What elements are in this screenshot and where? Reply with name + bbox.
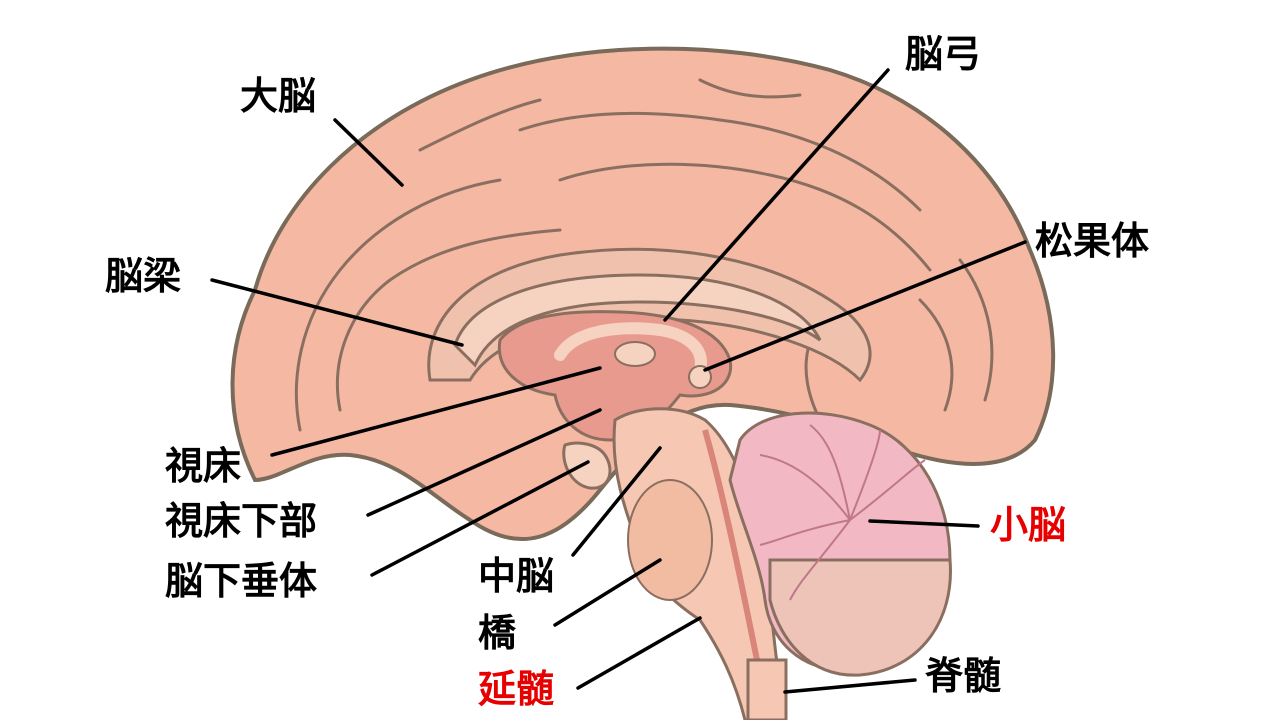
- leader-hypothalamus: [366, 408, 602, 517]
- gyri-lines: [294, 78, 994, 432]
- leader-fornix: [663, 68, 890, 322]
- label-corpus-callosum: 脳梁: [105, 254, 182, 298]
- leader-spinal-cord: [783, 678, 917, 694]
- leader-corpus-callosum: [210, 278, 464, 347]
- cerebellum-lower-shape: [768, 558, 952, 677]
- label-cerebellum: 小脳: [990, 503, 1067, 547]
- leader-pituitary: [370, 460, 590, 577]
- arbor-vitae: [759, 424, 926, 601]
- leader-cerebellum: [868, 519, 980, 528]
- diencephalon-shape: [497, 310, 733, 442]
- label-cerebrum: 大脳: [240, 74, 317, 118]
- fornix-shape: [554, 322, 707, 376]
- spinal-cord-shape: [746, 658, 788, 720]
- leader-medulla: [576, 616, 702, 690]
- label-midbrain: 中脳: [478, 554, 555, 598]
- corpus-callosum-shape: [453, 273, 822, 368]
- leader-pineal: [703, 240, 1027, 372]
- leader-pons: [553, 558, 662, 627]
- label-hypothalamus: 視床下部: [165, 499, 318, 543]
- leader-lines: [210, 68, 1027, 694]
- leader-cerebrum: [333, 118, 404, 187]
- leader-midbrain: [571, 446, 662, 557]
- label-medulla: 延髄: [478, 667, 555, 711]
- label-pineal: 松果体: [1035, 219, 1150, 263]
- label-pituitary: 脳下垂体: [165, 559, 318, 603]
- pons-shape: [627, 479, 713, 601]
- interthalamic-adhesion: [614, 341, 656, 367]
- label-fornix: 脳弓: [905, 32, 982, 76]
- label-pons: 橋: [478, 611, 517, 655]
- label-thalamus: 視床: [165, 444, 242, 488]
- label-spinal-cord: 脊髄: [925, 654, 1002, 698]
- leader-thalamus: [270, 366, 602, 457]
